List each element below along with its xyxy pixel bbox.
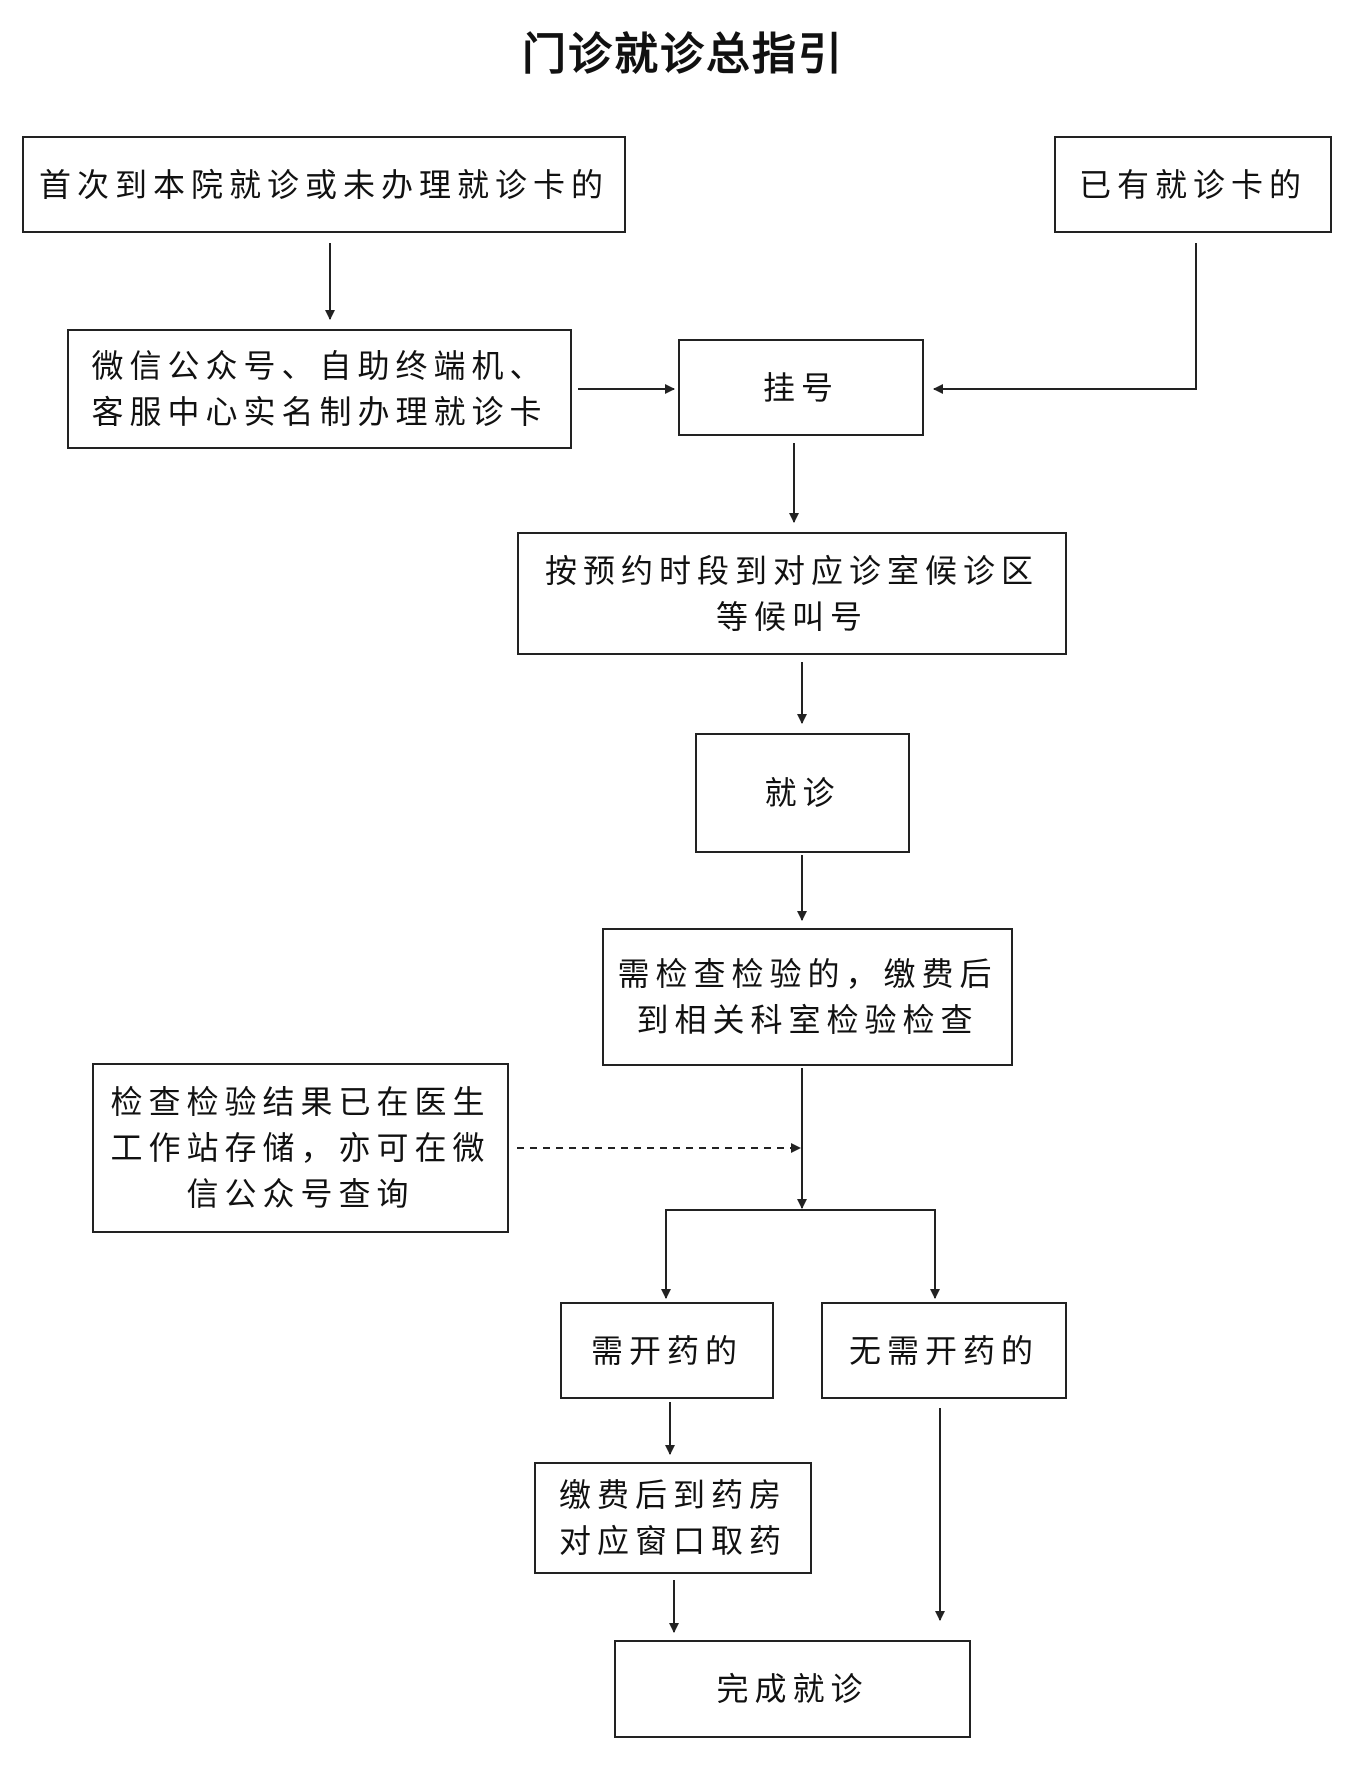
- node-results: 检查检验结果已在医生 工作站存储，亦可在微 信公众号查询: [92, 1063, 509, 1233]
- node-pharmacy-label: 缴费后到药房 对应窗口取药: [558, 1476, 787, 1560]
- node-has-card: 已有就诊卡的: [1054, 136, 1332, 233]
- arrow-has-card-to-register: [933, 243, 1197, 394]
- branch-connector: [665, 1209, 936, 1296]
- node-results-label: 检查检验结果已在医生 工作站存储，亦可在微 信公众号查询: [110, 1083, 491, 1213]
- node-pharmacy: 缴费后到药房 对应窗口取药: [534, 1462, 812, 1574]
- node-register: 挂号: [678, 339, 924, 436]
- node-done: 完成就诊: [614, 1640, 971, 1738]
- node-exam: 需检查检验的，缴费后 到相关科室检验检查: [602, 928, 1013, 1066]
- node-register-label: 挂号: [762, 368, 839, 407]
- node-consult: 就诊: [695, 733, 910, 853]
- page-title: 门诊就诊总指引: [522, 29, 844, 80]
- node-get-card-label: 微信公众号、自助终端机、 客服中心实名制办理就诊卡: [91, 347, 548, 431]
- node-no-med-label: 无需开药的: [848, 1331, 1039, 1370]
- node-wait: 按预约时段到对应诊室候诊区 等候叫号: [517, 532, 1067, 655]
- node-wait-label: 按预约时段到对应诊室候诊区 等候叫号: [544, 551, 1039, 636]
- node-exam-label: 需检查检验的，缴费后 到相关科室检验检查: [617, 955, 998, 1039]
- node-done-label: 完成就诊: [716, 1670, 869, 1708]
- node-need-med-label: 需开药的: [590, 1331, 743, 1370]
- node-consult-label: 就诊: [764, 774, 841, 812]
- node-first-visit: 首次到本院就诊或未办理就诊卡的: [22, 136, 626, 233]
- node-has-card-label: 已有就诊卡的: [1078, 165, 1307, 204]
- node-need-med: 需开药的: [560, 1302, 774, 1399]
- node-first-visit-label: 首次到本院就诊或未办理就诊卡的: [38, 165, 609, 204]
- node-no-med: 无需开药的: [821, 1302, 1067, 1399]
- node-get-card: 微信公众号、自助终端机、 客服中心实名制办理就诊卡: [67, 329, 572, 449]
